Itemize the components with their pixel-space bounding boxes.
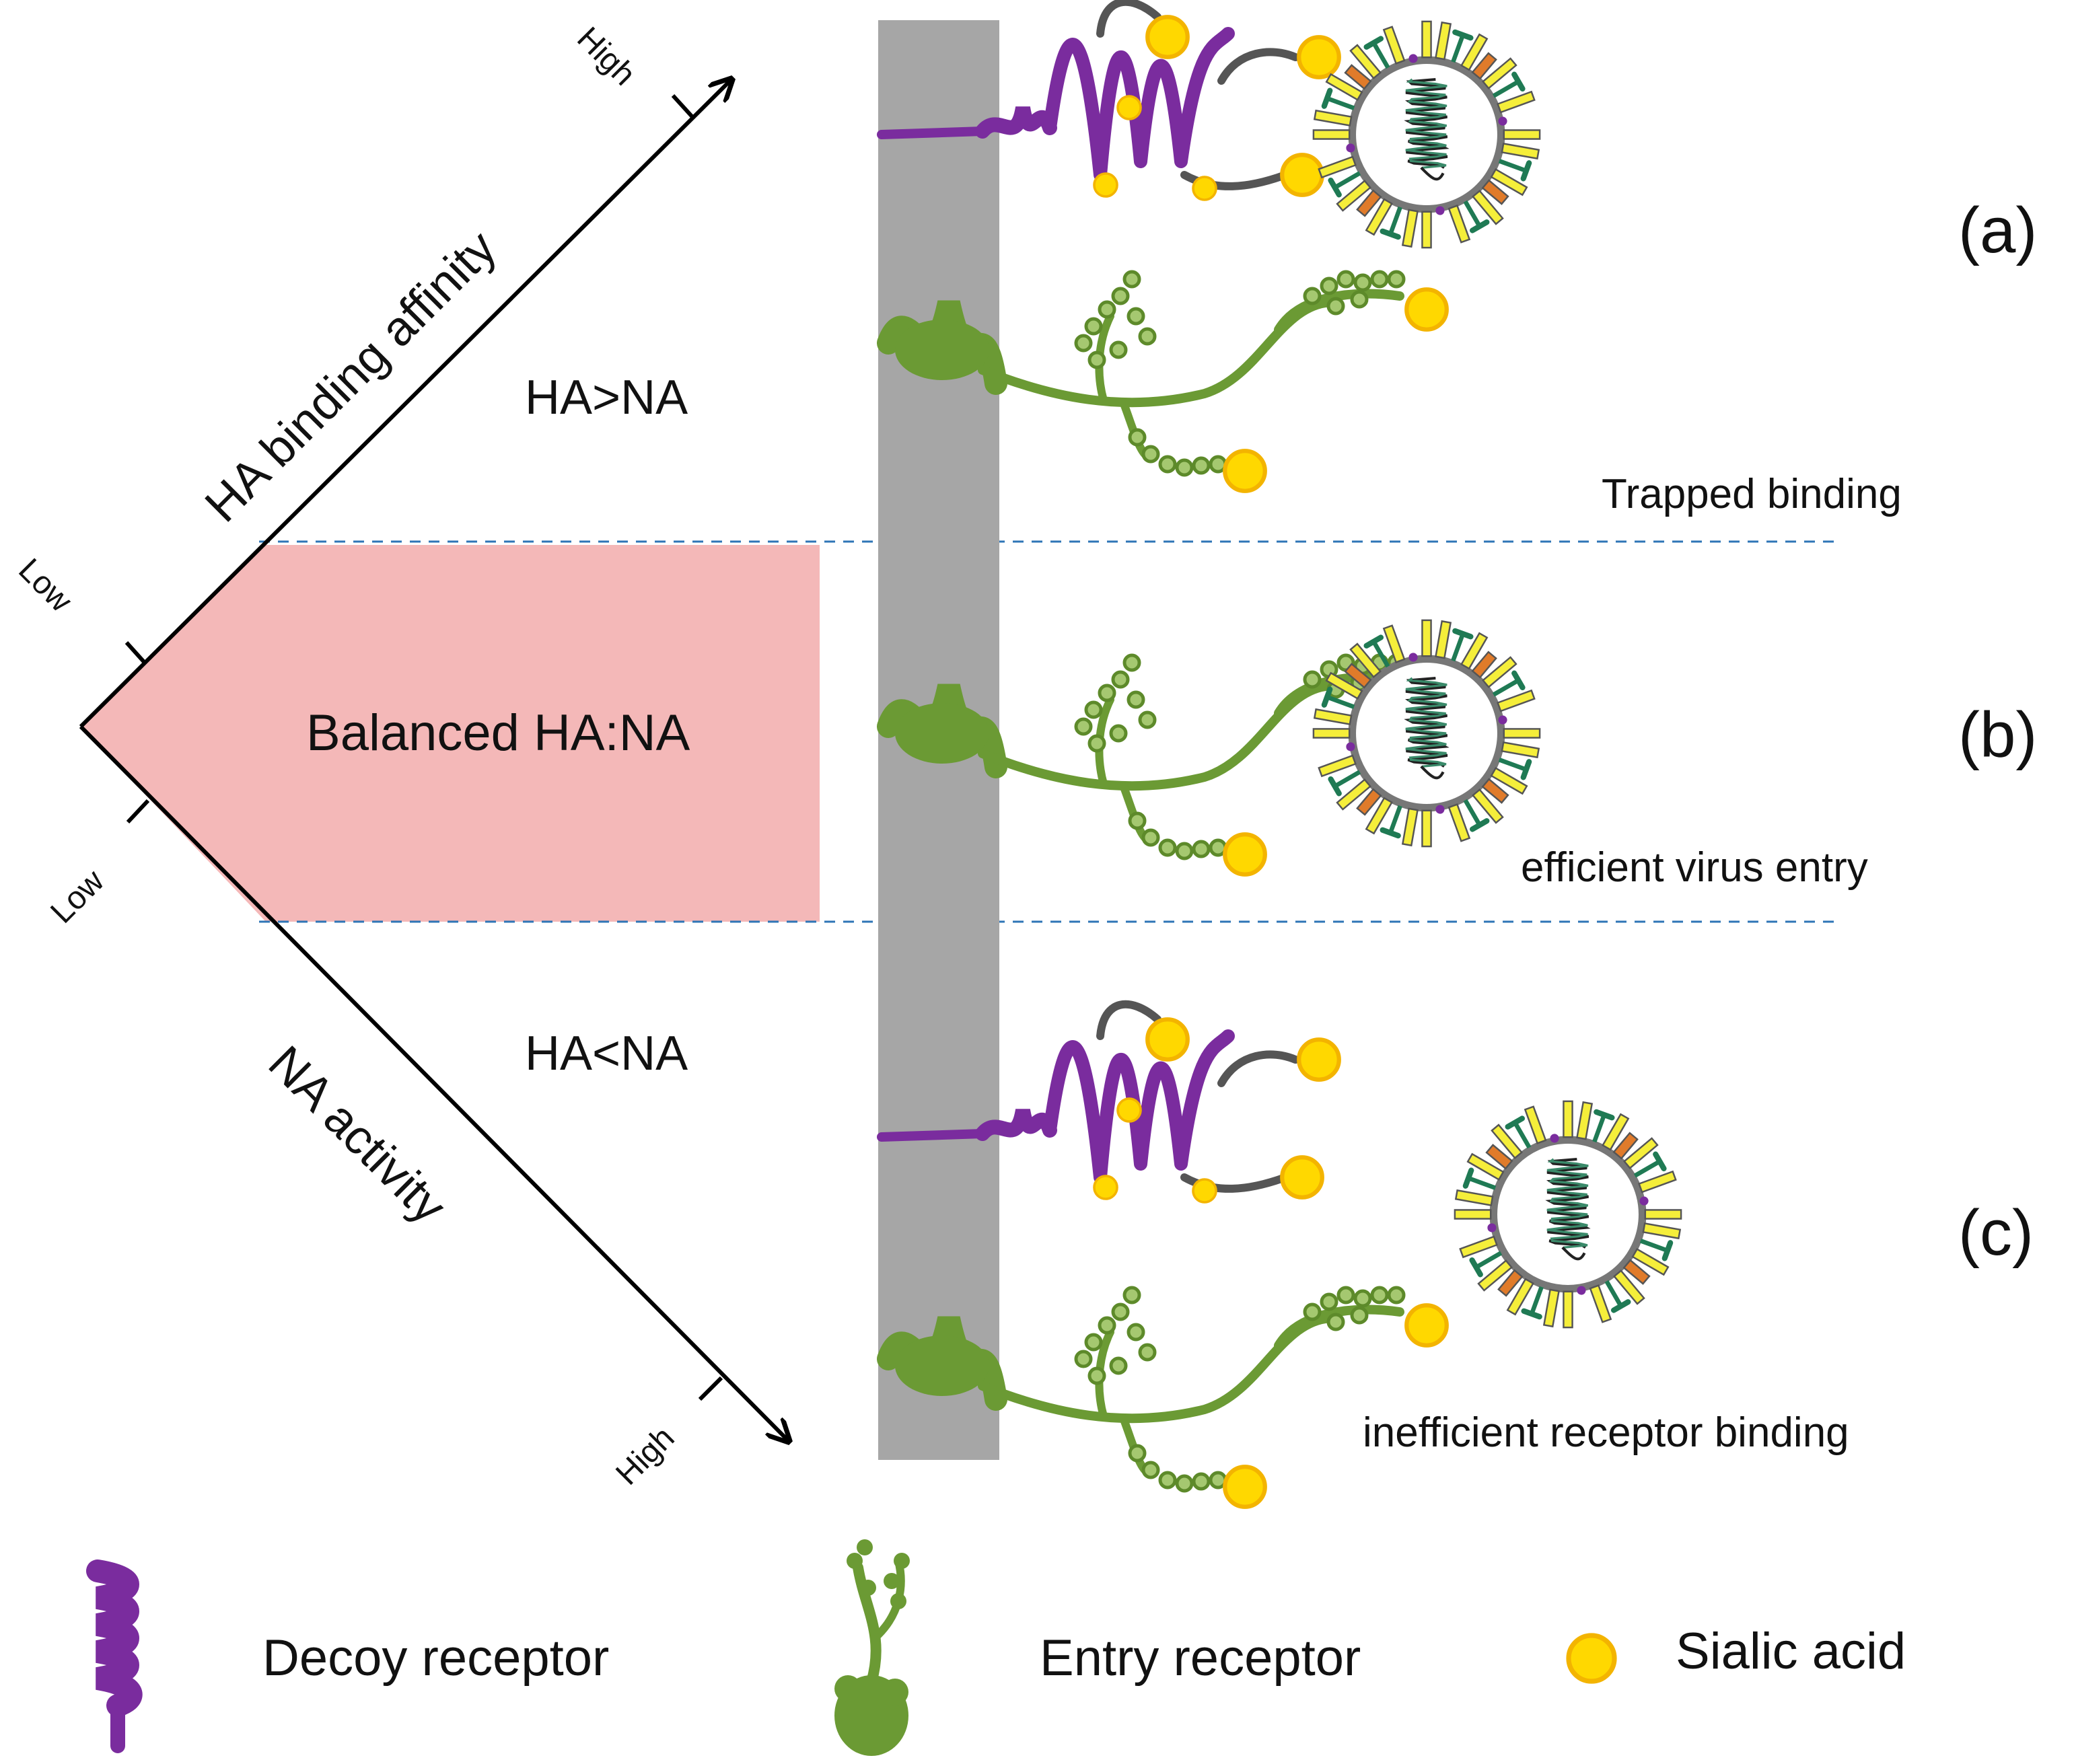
- outcome-b: efficient virus entry: [1521, 844, 1868, 891]
- legend-decoy-label: Decoy receptor: [262, 1629, 609, 1687]
- na-axis-label: NA activity: [258, 1036, 456, 1234]
- outcome-c: inefficient receptor binding: [1363, 1409, 1849, 1456]
- region-ha-greater: HA>NA: [525, 371, 688, 425]
- legend: Decoy receptor Entry receptor Sialic aci…: [86, 1539, 1906, 1756]
- balanced-region: [81, 545, 820, 922]
- panel-label-a: (a): [1958, 194, 2037, 266]
- ha-axis: [79, 81, 730, 729]
- virus-icon: [1312, 619, 1541, 848]
- legend-entry-label: Entry receptor: [1040, 1629, 1361, 1687]
- region-ha-less: HA<NA: [525, 1027, 688, 1080]
- ha-low-label: Low: [11, 552, 79, 619]
- virus-icon: [1312, 20, 1541, 249]
- panel-label-b: (b): [1958, 699, 2037, 771]
- sialic-acid-icon: [1569, 1636, 1614, 1681]
- ha-tick-low: [124, 640, 147, 665]
- region-balanced: Balanced HA:NA: [306, 704, 690, 762]
- outcome-a: Trapped binding: [1602, 471, 1902, 517]
- na-low-label: Low: [44, 863, 111, 930]
- virus-icon: [1454, 1100, 1682, 1329]
- entry-receptor-icon: [834, 1539, 910, 1756]
- ha-tick-high: [671, 94, 695, 120]
- na-axis: [79, 725, 787, 1440]
- na-high-label: High: [609, 1420, 681, 1492]
- ha-axis-label: HA binding affinity: [195, 221, 507, 532]
- na-tick-high: [698, 1376, 723, 1401]
- na-tick-low: [126, 799, 150, 824]
- legend-sialic-label: Sialic acid: [1676, 1623, 1906, 1680]
- ha-high-label: High: [570, 20, 642, 92]
- panel-label-c: (c): [1958, 1197, 2034, 1269]
- decoy-receptor-icon: [86, 1559, 143, 1753]
